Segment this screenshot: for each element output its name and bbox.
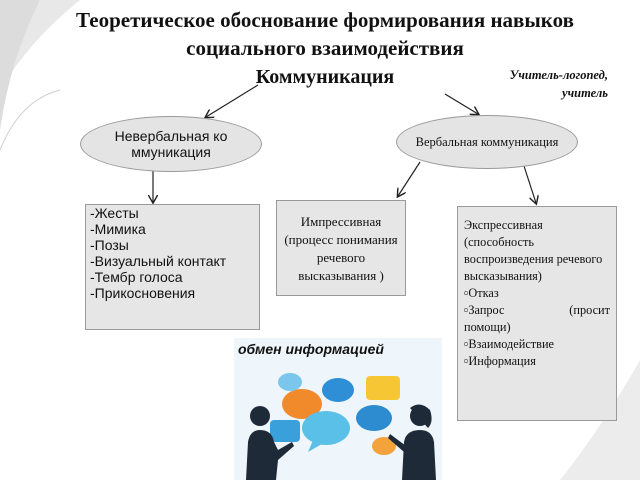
bullet-icon: ▫ — [464, 303, 469, 317]
nonverbal-node: Невербальная коммуникация — [80, 116, 262, 172]
bullet-icon: ▫ — [464, 337, 469, 351]
expressive-heading: Экспрессивная (способность воспроизведен… — [464, 218, 603, 283]
list-item: -Позы — [90, 237, 129, 253]
list-item: -Мимика — [90, 221, 146, 237]
nonverbal-list-box: -Жесты -Мимика -Позы -Визуальный контакт… — [85, 204, 260, 330]
list-item-continuation: помощи) — [464, 320, 511, 334]
verbal-label: Вербальная коммуникация — [415, 135, 559, 149]
bullet-icon: ▫ — [464, 354, 469, 368]
list-item: -Жесты — [90, 205, 139, 221]
list-item: ▫Взаимодействие — [464, 337, 555, 351]
diagram-root-communication: Коммуникация — [255, 66, 395, 88]
impressive-box: Импрессивная (процесс понимания речевого… — [276, 200, 406, 296]
people-speech-bubbles-icon — [234, 338, 442, 480]
page-title: Теоретическое обоснование формирования н… — [76, 8, 574, 60]
verbal-node: Вербальная коммуникация — [396, 115, 578, 169]
role-speech-therapist: Учитель-логопед, — [509, 68, 608, 82]
role-teacher: учитель — [562, 86, 608, 100]
information-exchange-illustration — [234, 338, 442, 480]
bullet-icon: ▫ — [464, 286, 469, 300]
nonverbal-label: Невербальная коммуникация — [114, 128, 228, 160]
list-item: ▫Запрос (просит — [464, 303, 610, 317]
list-item: ▫Отказ — [464, 286, 499, 300]
list-item: -Прикосновения — [90, 285, 196, 301]
exchange-label: обмен информацией — [238, 341, 384, 357]
list-item: ▫Информация — [464, 354, 536, 368]
list-item: -Визуальный контакт — [90, 253, 227, 269]
expressive-box: Экспрессивная (способность воспроизведен… — [457, 206, 617, 421]
list-item: -Тембр голоса — [90, 269, 183, 285]
roles-note: Учитель-логопед, учитель — [458, 66, 608, 102]
